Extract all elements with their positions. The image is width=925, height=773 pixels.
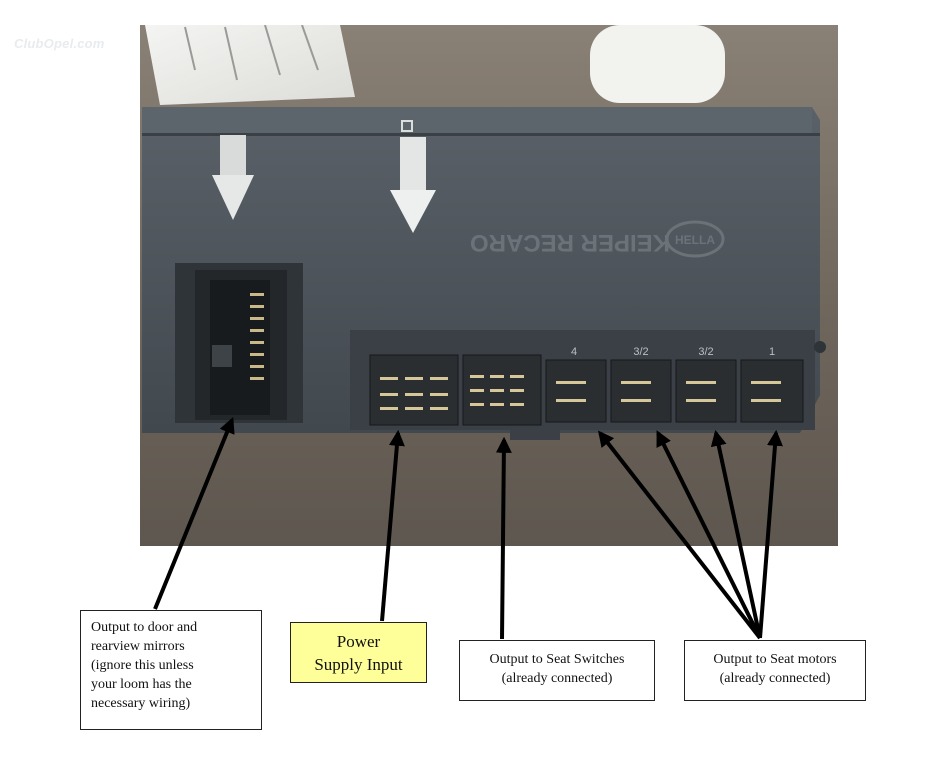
callout-mirrors-line-3: (ignore this unless	[91, 658, 194, 673]
maker-logo-text: HELLA	[675, 233, 715, 247]
callout-mirrors-line-2: rearview mirrors	[91, 639, 185, 654]
callout-mirrors-line-1: Output to door and	[91, 620, 198, 635]
watermark-logo: ClubOpel.com	[14, 36, 105, 51]
callout-motors-line-2: (already connected)	[719, 671, 831, 686]
connector-label-3-2-a: 3/2	[633, 346, 648, 358]
maker-logo	[665, 220, 725, 258]
callout-switches-line-1: Output to Seat Switches	[489, 652, 625, 667]
callout-mirrors-line-4: your loom has the	[91, 677, 192, 692]
callout-power-line-2: Supply Input	[314, 655, 403, 674]
callout-switches-line-2: (already connected)	[501, 671, 613, 686]
callout-mirrors-line-5: necessary wiring)	[91, 696, 191, 711]
seat-module-photo: KEIPER RECARO HELLA 4 3/2 3/2 1	[140, 25, 838, 546]
embossed-brand-text: KEIPER RECARO	[470, 229, 670, 256]
callout-motors-line-1: Output to Seat motors	[713, 652, 837, 667]
connector-label-1: 1	[769, 346, 775, 358]
white-bottle-object	[590, 25, 725, 103]
paper-object	[145, 25, 355, 105]
callout-seat-motors-output: Output to Seat motors (already connected…	[684, 640, 866, 701]
callout-power-supply-input: Power Supply Input	[290, 622, 427, 683]
callout-seat-switches-output: Output to Seat Switches (already connect…	[459, 640, 655, 701]
callout-mirrors-output: Output to door and rearview mirrors (ign…	[80, 610, 262, 730]
watermark-text: ClubOpel.com	[14, 36, 105, 51]
callout-power-line-1: Power	[336, 632, 381, 651]
connector-label-4: 4	[571, 346, 577, 358]
connector-label-3-2-b: 3/2	[698, 346, 713, 358]
